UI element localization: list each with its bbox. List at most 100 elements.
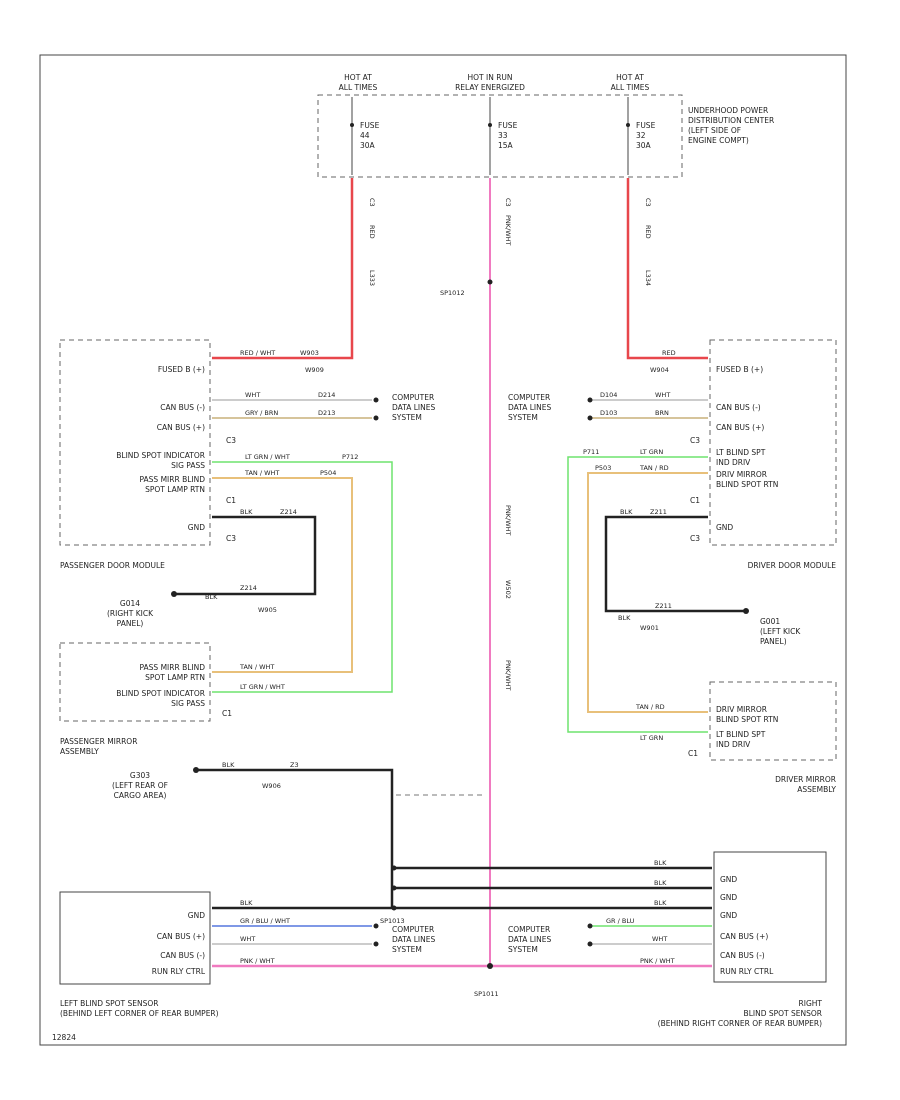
wire-color-redwht: RED / WHT bbox=[240, 349, 275, 357]
wire-pdm-d214: D214 bbox=[318, 391, 335, 399]
pdm-pin-pmb: PASS MIRR BLIND bbox=[140, 475, 206, 484]
lbss-wire-wht: WHT bbox=[240, 935, 255, 943]
fuse-center-l1: FUSE bbox=[498, 121, 518, 130]
fuse-left-l3: 30A bbox=[360, 141, 376, 150]
cdl-ddm-l1: COMPUTER bbox=[508, 393, 550, 402]
driver-mirror-box bbox=[709, 681, 837, 761]
fuse-right-l2: 32 bbox=[636, 131, 646, 140]
wire-code-c3-center: C3 bbox=[504, 198, 512, 207]
gnd-rear-code: Z3 bbox=[290, 761, 299, 769]
ddm-name: DRIVER DOOR MODULE bbox=[748, 561, 837, 570]
cdl-ddm-l3: SYSTEM bbox=[508, 413, 538, 422]
lbss-pin-run: RUN RLY CTRL bbox=[152, 967, 206, 976]
wire-pdm-gnd bbox=[176, 515, 317, 596]
gnd-drv-wire: BLK bbox=[618, 614, 631, 622]
rbss-pin-can-plus: CAN BUS (+) bbox=[720, 932, 768, 941]
rbss-pin-gnd1: GND bbox=[720, 875, 737, 884]
dmir-wire-grn: LT GRN bbox=[640, 734, 663, 742]
pdc-label-l1: UNDERHOOD POWER bbox=[688, 106, 768, 115]
wire-ddm-tanrd: TAN / RD bbox=[639, 464, 669, 472]
wire-ddm-p711: P711 bbox=[583, 448, 599, 456]
pdm-conn-c1: C1 bbox=[226, 496, 236, 505]
lbss-pin-can-minus: CAN BUS (-) bbox=[160, 951, 205, 960]
ground-g303-node bbox=[193, 767, 199, 773]
cdl-pdm-l2: DATA LINES bbox=[392, 403, 435, 412]
wire-pdm-d213: D213 bbox=[318, 409, 335, 417]
splice-node-bottom bbox=[487, 963, 493, 969]
pdm-pin-sigpass: SIG PASS bbox=[171, 461, 205, 470]
pdc-label-l3: (LEFT SIDE OF bbox=[688, 126, 741, 135]
wire-code-c3-right: C3 bbox=[644, 198, 652, 207]
dmir-wire-tan: TAN / RD bbox=[635, 703, 665, 711]
wire-pdm-tan bbox=[212, 477, 353, 673]
pdc-label-l4: ENGINE COMPT) bbox=[688, 136, 749, 145]
pdc-label: UNDERHOOD POWER DISTRIBUTION CENTER (LEF… bbox=[688, 106, 774, 145]
ddm-pin-ltbs: LT BLIND SPT bbox=[716, 448, 766, 457]
pmir-pin-2: SPOT LAMP RTN bbox=[145, 673, 205, 682]
hot-right-l1: HOT AT bbox=[616, 73, 644, 82]
rbss-wire-grblu: GR / BLU bbox=[606, 917, 635, 925]
fuse-right-l1: FUSE bbox=[636, 121, 656, 130]
wire-ddm-tan bbox=[587, 472, 708, 713]
gnd-pass-sub1: (RIGHT KICK bbox=[107, 609, 154, 618]
driver-door-module-box bbox=[709, 339, 837, 546]
gnd-pass-name: G014 bbox=[120, 599, 140, 608]
cdl-rbss-l2: DATA LINES bbox=[508, 935, 551, 944]
pdm-pin-can-plus: CAN BUS (+) bbox=[157, 423, 205, 432]
wire-pdm-z214: Z214 bbox=[280, 508, 297, 516]
splice-w909: W909 bbox=[305, 366, 324, 374]
fuse-node bbox=[488, 123, 492, 127]
dmir-pin-2: BLIND SPOT RTN bbox=[716, 715, 778, 724]
ddm-pin-gnd: GND bbox=[716, 523, 733, 532]
lbss-wire-grblu: GR / BLU / WHT bbox=[240, 917, 290, 925]
gnd-drv-code: Z211 bbox=[655, 602, 672, 610]
dmir-name-l1: DRIVER MIRROR bbox=[775, 775, 836, 784]
rbss-pin-gnd2: GND bbox=[720, 893, 737, 902]
dmir-pin-4: IND DRIV bbox=[716, 740, 751, 749]
right-bss-box bbox=[713, 851, 827, 983]
pmir-pin-4: SIG PASS bbox=[171, 699, 205, 708]
gnd-drv-sub1: (LEFT KICK bbox=[760, 627, 801, 636]
rbss-wire-blk2: BLK bbox=[654, 879, 667, 887]
wire-ddm-blk: BLK bbox=[620, 508, 633, 516]
pmir-conn: C1 bbox=[222, 709, 232, 718]
gnd-rear-sub1: (LEFT REAR OF bbox=[112, 781, 168, 790]
wire-pdm-p504: P504 bbox=[320, 469, 336, 477]
ground-g001-node bbox=[743, 608, 749, 614]
fuse-right: FUSE 32 30A bbox=[626, 97, 656, 175]
ddm-conn-c3a: C3 bbox=[690, 436, 700, 445]
node bbox=[391, 865, 397, 871]
cdl-lbss-l1: COMPUTER bbox=[392, 925, 434, 934]
pdm-pin-can-minus: CAN BUS (-) bbox=[160, 403, 205, 412]
gnd-rear-splice: W906 bbox=[262, 782, 281, 790]
rbss-wire-pnk: PNK / WHT bbox=[640, 957, 675, 965]
rbss-wire-blk1: BLK bbox=[654, 859, 667, 867]
ddm-pins: FUSED B (+) CAN BUS (-) CAN BUS (+) LT B… bbox=[690, 365, 778, 543]
fuse-right-l3: 30A bbox=[636, 141, 652, 150]
splice-node-top bbox=[487, 279, 493, 285]
cdl-rbss-l3: SYSTEM bbox=[508, 945, 538, 954]
pdc-label-l2: DISTRIBUTION CENTER bbox=[688, 116, 774, 125]
wire-pdm-tanwht: TAN / WHT bbox=[244, 469, 279, 477]
gnd-rear-name: G303 bbox=[130, 771, 150, 780]
wire-color-red-ddm: RED bbox=[662, 349, 676, 357]
wire-pdm-blk: BLK bbox=[240, 508, 253, 516]
wire-pdm-green bbox=[212, 461, 393, 693]
ddm-pin-bsr: BLIND SPOT RTN bbox=[716, 480, 778, 489]
ddm-pin-ind: IND DRIV bbox=[716, 458, 751, 467]
pmir-wire-grn: LT GRN / WHT bbox=[240, 683, 285, 691]
pdm-name: PASSENGER DOOR MODULE bbox=[60, 561, 165, 570]
gnd-pass-wire: BLK bbox=[205, 593, 218, 601]
pdm-conn-c3b: C3 bbox=[226, 534, 236, 543]
fuse-node bbox=[350, 123, 354, 127]
ground-g014-node bbox=[171, 591, 177, 597]
wire-color-red-right: RED bbox=[644, 225, 652, 239]
node bbox=[391, 905, 397, 911]
wire-color-pnkwht-mid: PNK/WHT bbox=[504, 505, 512, 536]
cdl-pdm-l3: SYSTEM bbox=[392, 413, 422, 422]
wire-ddm-d103: D103 bbox=[600, 409, 617, 417]
pdm-pin-bsi: BLIND SPOT INDICATOR bbox=[116, 451, 205, 460]
ddm-conn-c1: C1 bbox=[690, 496, 700, 505]
dmir-pin-1: DRIV MIRROR bbox=[716, 705, 767, 714]
node bbox=[373, 397, 379, 403]
